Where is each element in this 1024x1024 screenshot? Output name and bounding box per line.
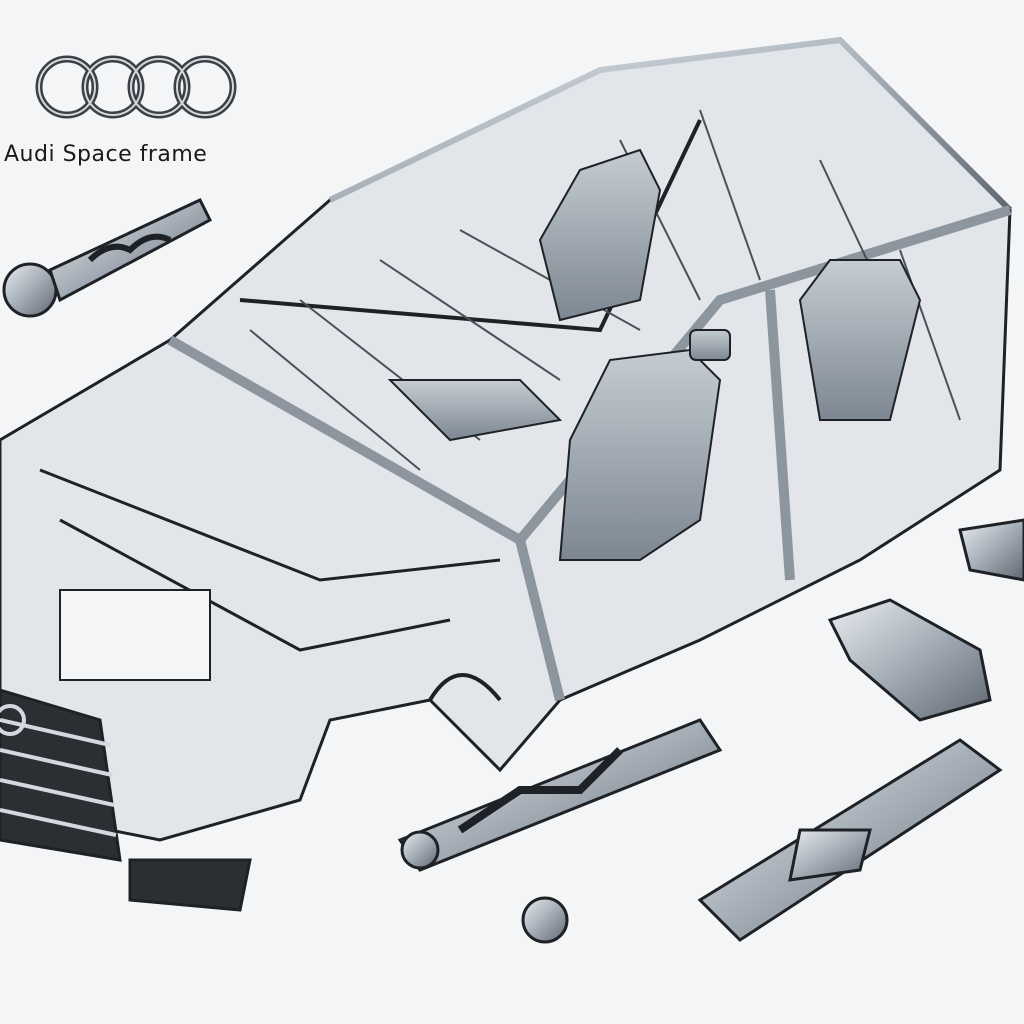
front-seat xyxy=(558,329,731,561)
shock-absorber-top-left xyxy=(2,198,212,318)
brand-caption: Audi Space frame xyxy=(4,142,208,167)
car-body-frame xyxy=(0,36,1013,842)
front-grille xyxy=(0,688,252,912)
bracket-right xyxy=(958,518,1024,582)
audi-rings-logo xyxy=(35,55,237,119)
subframe-bottom-right xyxy=(697,738,1003,942)
control-arm-right xyxy=(827,598,992,722)
suspension-strut-bottom xyxy=(397,718,723,944)
rear-seat xyxy=(387,148,922,442)
